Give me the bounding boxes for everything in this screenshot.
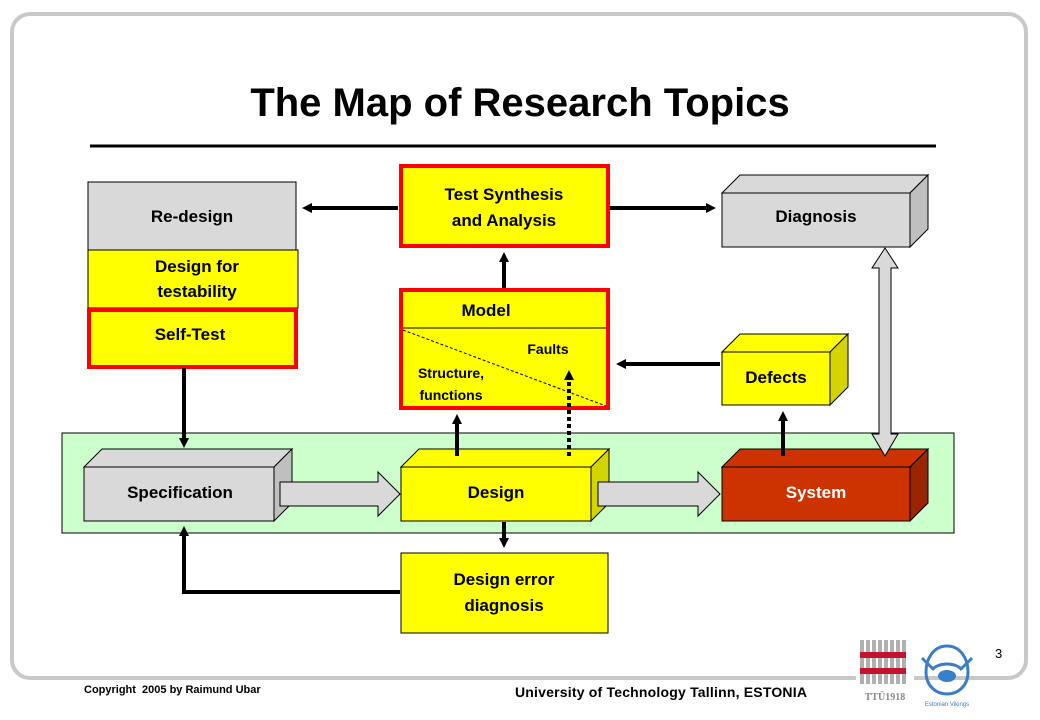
design-box [399,447,611,523]
arrow-design-to-system [597,470,721,518]
ttu-logo: TTÜ1918 [856,632,914,712]
model-structure-line2: functions [420,387,483,403]
test-synthesis-line2: and Analysis [452,211,556,230]
system-label: System [786,483,846,502]
viking-logo-text: Estonian Vikings [925,702,969,708]
footer-copyright: Copyright 2005 by Raimund Ubar [84,684,261,696]
diagnosis-label: Diagnosis [775,207,856,226]
design-error-line1: Design error [453,570,554,589]
model-faults-label: Faults [527,341,568,357]
model-box [399,288,610,410]
defects-box [720,332,850,407]
selftest-box [87,308,298,369]
system-box [720,447,930,523]
design-error-line2: diagnosis [464,596,543,615]
page-number: 3 [995,646,1003,661]
footer-university: University of Technology Tallinn, ESTONI… [515,684,808,700]
slide-title: The Map of Research Topics [250,81,789,125]
design-error-box [400,552,609,634]
defects-label: Defects [745,368,806,387]
estonian-vikings-logo: Estonian Vikings [920,644,974,708]
test-synthesis-line1: Test Synthesis [445,185,564,204]
specification-label: Specification [127,483,233,502]
dft-box [87,249,299,309]
ttu-logo-text: TTÜ1918 [865,690,906,703]
model-structure-line1: Structure, [418,365,484,381]
dft-label-line2: testability [157,282,237,301]
redesign-label: Re-design [151,207,233,226]
design-label: Design [468,483,525,502]
test-synthesis-box [399,164,610,248]
diagnosis-box [720,173,930,249]
arrow-error-to-spec [179,526,400,594]
arrow-diagnosis-system [871,247,899,457]
model-diagonal [402,329,607,407]
model-label: Model [461,301,510,320]
selftest-label: Self-Test [155,325,226,344]
dft-label-line1: Design for [155,257,239,276]
arrow-spec-to-design [279,470,401,518]
